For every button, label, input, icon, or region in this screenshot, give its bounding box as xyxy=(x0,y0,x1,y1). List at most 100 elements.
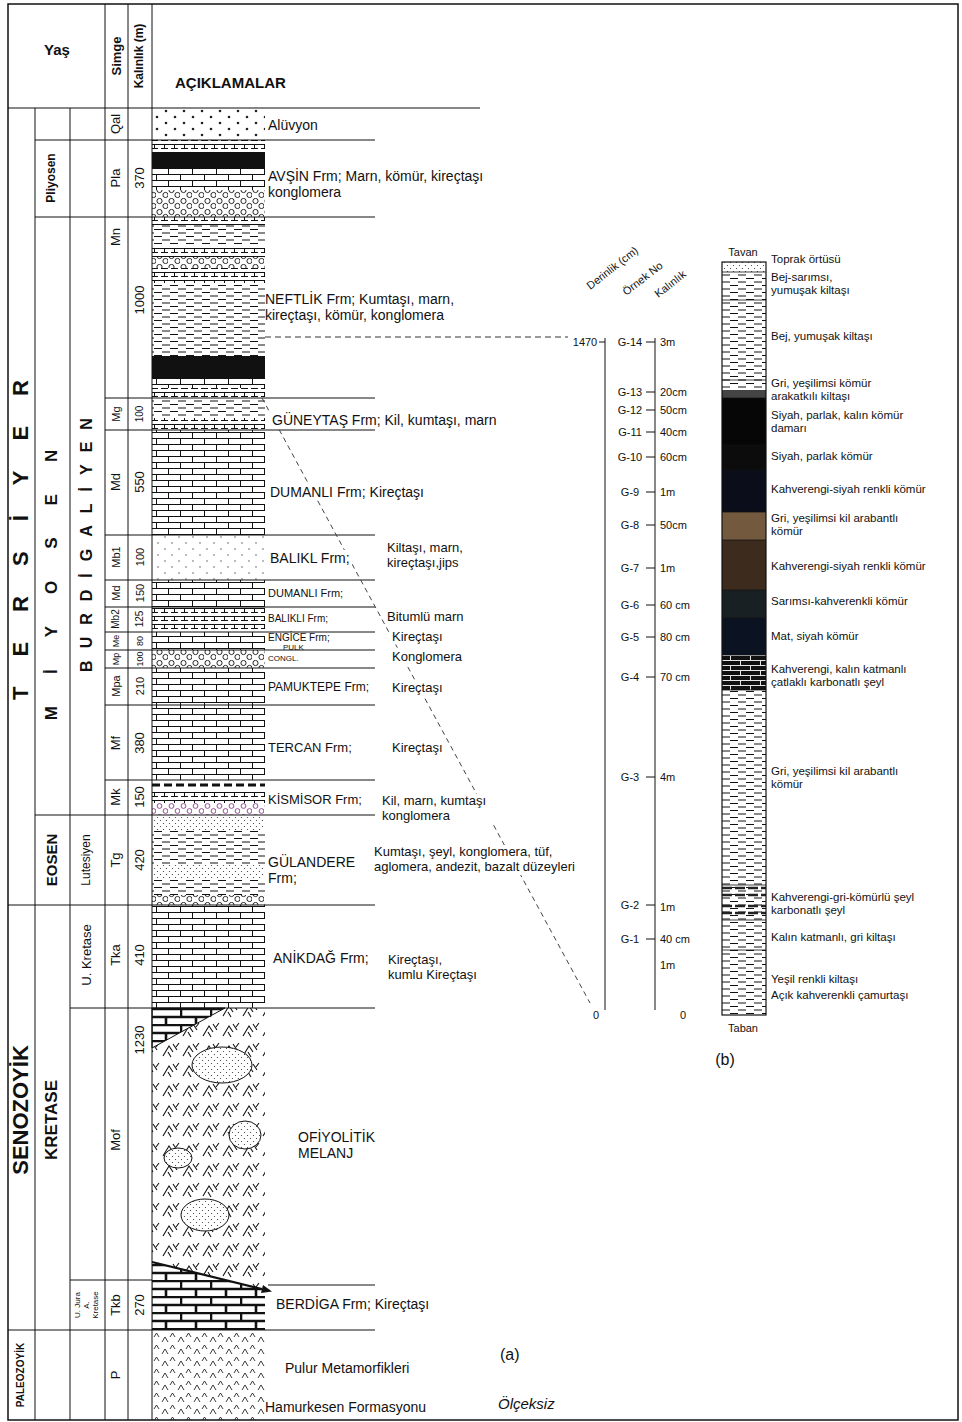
sample-tick xyxy=(646,410,655,411)
row-rule xyxy=(105,815,375,816)
age-label: Lutesiyen xyxy=(80,834,94,885)
section-boundary xyxy=(722,618,766,619)
sample-tick xyxy=(646,605,655,606)
layer-description: Kalın katmanlı, gri kiltaşı xyxy=(771,931,956,944)
sample-tick xyxy=(646,432,655,433)
unit-symbol: Md xyxy=(109,473,124,491)
sample-number: G-3 xyxy=(621,771,639,784)
age-rule xyxy=(35,217,105,218)
lithology-layer xyxy=(152,790,265,803)
sample-tick xyxy=(646,457,655,458)
lithology-layer xyxy=(152,830,265,865)
section-boundary xyxy=(722,950,766,951)
lithology-layer xyxy=(152,356,265,378)
formation-description: AVŞİN Frm; Marn, kömür, kireçtaşı konglo… xyxy=(268,168,538,200)
header-rule xyxy=(8,107,480,108)
section-layer xyxy=(722,950,766,1015)
layer-thickness: 1m xyxy=(660,486,675,499)
melange-block xyxy=(181,1199,229,1231)
formation-description: BERDİGA Frm; Kireçtaşı xyxy=(276,1296,429,1312)
layer-thickness: 80 cm xyxy=(660,631,690,644)
age-label: Pliyosen xyxy=(45,153,59,202)
section-boundary xyxy=(722,445,766,446)
lithology-layer xyxy=(152,225,265,245)
section-layer xyxy=(722,398,766,445)
layer-thickness: 70 cm xyxy=(660,671,690,684)
lithology-layer xyxy=(152,245,265,257)
lithology-layer xyxy=(152,535,265,580)
sample-tick xyxy=(646,392,655,393)
unit-symbol: Mb1 xyxy=(110,546,123,567)
sample-number: G-2 xyxy=(621,899,639,912)
row-rule xyxy=(105,1008,375,1009)
lithology-layer xyxy=(152,190,265,217)
unit-symbol: Mof xyxy=(109,1129,124,1151)
thickness-value: 210 xyxy=(134,677,147,695)
section-layer xyxy=(722,655,766,690)
unit-symbol: Mk xyxy=(109,788,124,805)
layer-description: Kahverengi-siyah renkli kömür xyxy=(771,560,956,573)
formation-description: Kireçtaşı xyxy=(390,741,445,756)
layer-description: Kahverengi-siyah renkli kömür xyxy=(771,483,956,496)
lithology-layer xyxy=(152,140,265,152)
lithology-layer xyxy=(152,217,265,225)
layer-thickness: 60cm xyxy=(660,451,687,464)
lithology-layer xyxy=(152,895,265,905)
coaly-shale-band xyxy=(722,894,766,897)
section-boundary xyxy=(722,398,766,399)
section-layer xyxy=(722,272,766,300)
thrust-line xyxy=(152,1262,262,1289)
formation-description: PAMUKTEPE Frm; xyxy=(268,681,369,695)
age-label: PALEOZOYİK xyxy=(15,1343,27,1407)
section-layer xyxy=(722,512,766,540)
layer-thickness: 40cm xyxy=(660,426,687,439)
section-boundary xyxy=(722,470,766,471)
thrust-block xyxy=(152,1262,265,1330)
axis-label: 1470 xyxy=(573,336,597,349)
row-rule xyxy=(105,905,375,906)
layer-description: Kahverengi-gri-kömürlü şeyl karbonatlı ş… xyxy=(771,891,931,917)
layer-description: Mat, siyah kömür xyxy=(771,630,956,643)
thickness-value: 370 xyxy=(133,167,148,189)
column-rule xyxy=(105,4,106,1420)
correlation-line xyxy=(265,337,568,338)
layer-thickness: 1m xyxy=(660,959,675,972)
age-label: U. Jura A. Kretase xyxy=(74,1288,100,1322)
thickness-value: 550 xyxy=(133,471,148,493)
layer-thickness: 20cm xyxy=(660,386,687,399)
layer-description: Sarımsı-kahverenkli kömür xyxy=(771,595,956,608)
axis-tick xyxy=(599,342,605,343)
lithology-layer xyxy=(152,378,265,388)
section-boundary xyxy=(722,655,766,656)
lithology-layer xyxy=(152,1330,265,1420)
lithology-layer xyxy=(152,418,265,430)
column-rule xyxy=(35,108,36,1420)
sample-number: G-13 xyxy=(618,386,642,399)
lithology-layer xyxy=(152,1008,265,1290)
formation-description: Kireçtaşı xyxy=(390,681,445,696)
age-rule xyxy=(35,815,105,816)
column-rule xyxy=(152,4,153,1420)
thickness-value: 125 xyxy=(134,611,146,628)
thrust-arrowhead xyxy=(261,1285,272,1293)
unit-symbol: Mp xyxy=(111,653,121,666)
lithology-layer xyxy=(152,152,265,168)
layer-description: Bej, yumuşak kiltaşı xyxy=(771,330,956,343)
section-outline xyxy=(722,262,766,1015)
section-boundary xyxy=(722,590,766,591)
age-label: TERSİYER xyxy=(8,350,33,730)
lithology-layer xyxy=(152,650,265,668)
lithology-group xyxy=(152,108,766,1420)
age-label: BURDİGALİYEN xyxy=(78,406,96,684)
formation-description: CONGL. xyxy=(268,654,299,663)
section-layer xyxy=(722,390,766,398)
sample-number: G-10 xyxy=(618,451,642,464)
unit-symbol: Mg xyxy=(110,406,123,421)
layer-description: Toprak örtüsü xyxy=(771,253,956,266)
unit-symbol: Tg xyxy=(109,852,124,867)
section-boundary xyxy=(722,300,766,301)
formation-description: GÜNEYTAŞ Frm; Kil, kumtaşı, marn xyxy=(270,412,499,428)
sample-tick xyxy=(646,525,655,526)
formation-description: PULK xyxy=(283,643,304,652)
lithology-layer xyxy=(152,108,265,140)
